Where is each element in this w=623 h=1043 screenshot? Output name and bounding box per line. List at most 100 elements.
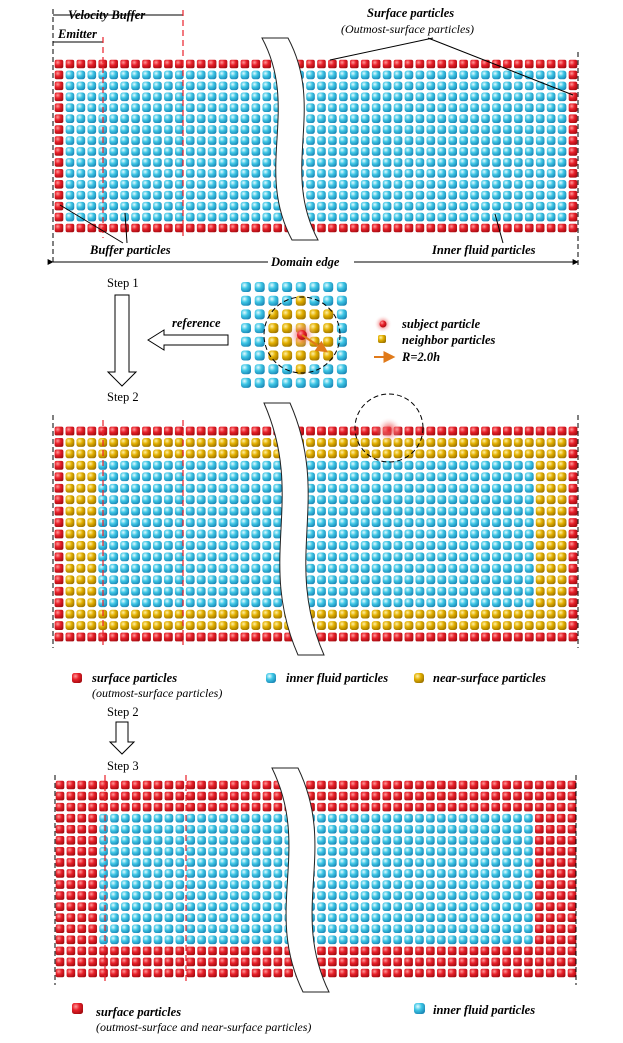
inner-fluid-particle [491, 824, 501, 834]
inner-fluid-particle [349, 586, 359, 596]
inner-fluid-particle [207, 460, 217, 470]
surface-particle [55, 880, 65, 889]
inner-fluid-particle [186, 935, 196, 945]
inner-fluid-particle [393, 495, 403, 505]
surface-particle [557, 426, 567, 436]
surface-particle [284, 968, 294, 978]
inner-fluid-particle [524, 924, 533, 934]
surface-particle [480, 968, 490, 978]
inner-fluid-particle [185, 575, 195, 585]
inner-fluid-particle [459, 472, 469, 482]
surface-particle [567, 913, 577, 923]
surface-particle [87, 223, 97, 233]
surface-particle [218, 223, 228, 233]
surface-particle [121, 802, 130, 812]
surface-particle [545, 957, 555, 967]
inner-fluid-particle [164, 70, 173, 80]
inner-fluid-particle [339, 92, 348, 102]
inner-fluid-particle [513, 847, 522, 856]
surface-particle [55, 891, 65, 900]
inner-fluid-particle [99, 813, 108, 823]
inner-fluid-particle [197, 824, 206, 834]
surface-particle [186, 946, 196, 956]
inner-fluid-particle [470, 179, 479, 189]
inner-fluid-particle [229, 586, 239, 596]
surface-particle [230, 802, 239, 812]
near-surface-particle [328, 609, 337, 619]
inner-fluid-particle [164, 103, 173, 113]
surface-particle [514, 223, 523, 233]
inner-fluid-particle [426, 935, 435, 945]
surface-particle [77, 835, 87, 845]
inner-fluid-particle [437, 147, 447, 156]
surface-particle [240, 946, 250, 956]
surface-particle [99, 791, 108, 801]
inner-fluid-particle [393, 529, 403, 539]
surface-particle [349, 426, 359, 436]
inner-fluid-particle [240, 835, 250, 845]
inner-fluid-particle [459, 169, 468, 178]
inner-fluid-particle [360, 563, 370, 573]
near-surface-particle [557, 529, 567, 539]
inner-fluid-particle [404, 858, 413, 867]
inner-fluid-particle [185, 518, 195, 527]
near-surface-particle [131, 449, 140, 459]
surface-particle [99, 968, 108, 978]
surface-particle [88, 902, 97, 911]
inner-fluid-particle [503, 158, 512, 167]
surface-particle [535, 913, 544, 923]
inner-fluid-particle [240, 935, 250, 945]
inner-fluid-particle [76, 81, 86, 91]
inner-fluid-particle [404, 847, 413, 856]
inner-fluid-particle [415, 880, 424, 889]
inner-fluid-particle [153, 913, 163, 923]
inner-fluid-particle [218, 598, 228, 608]
near-surface-particle [557, 598, 567, 608]
surface-particle [447, 802, 457, 812]
inner-fluid-particle [251, 518, 261, 527]
surface-particle [77, 891, 87, 900]
inner-fluid-particle [415, 70, 425, 80]
inner-fluid-particle [153, 201, 162, 211]
inner-fluid-particle [208, 924, 217, 934]
surface-particle [491, 946, 501, 956]
surface-particle [251, 780, 261, 790]
inner-fluid-particle [524, 869, 533, 878]
inner-fluid-particle [426, 529, 436, 539]
inner-fluid-particle [76, 201, 86, 211]
inner-fluid-particle [229, 92, 239, 102]
inner-fluid-particle [535, 70, 545, 80]
inner-fluid-particle [268, 364, 279, 375]
inner-fluid-particle [110, 935, 119, 945]
inner-fluid-particle [197, 869, 206, 878]
inner-fluid-particle [448, 563, 458, 573]
surface-particle [262, 59, 272, 69]
inner-fluid-particle [371, 824, 381, 834]
inner-fluid-particle [524, 472, 534, 482]
inner-fluid-particle [415, 552, 425, 562]
near-surface-particle [524, 621, 534, 630]
surface-particle [470, 426, 479, 436]
inner-fluid-particle [99, 924, 108, 934]
inner-fluid-particle [185, 212, 195, 222]
surface-particle [219, 957, 228, 967]
surface-particle [54, 449, 64, 459]
inner-fluid-particle [328, 147, 337, 156]
inner-fluid-particle [241, 323, 251, 334]
inner-fluid-particle [524, 902, 533, 911]
inner-fluid-particle [317, 103, 326, 113]
inner-fluid-particle [131, 179, 140, 189]
inner-fluid-particle [338, 913, 348, 923]
near-surface-particle [87, 575, 97, 585]
inner-fluid-particle [262, 880, 272, 889]
inner-fluid-particle [131, 847, 141, 856]
inner-fluid-particle [142, 858, 152, 867]
surface-particle [535, 935, 544, 945]
inner-fluid-particle [164, 201, 173, 211]
inner-fluid-particle [513, 483, 523, 493]
inner-fluid-particle [218, 169, 228, 178]
inner-fluid-particle [65, 114, 75, 123]
surface-particle [55, 847, 65, 856]
inner-fluid-particle [360, 70, 370, 80]
inner-fluid-particle [338, 935, 348, 945]
